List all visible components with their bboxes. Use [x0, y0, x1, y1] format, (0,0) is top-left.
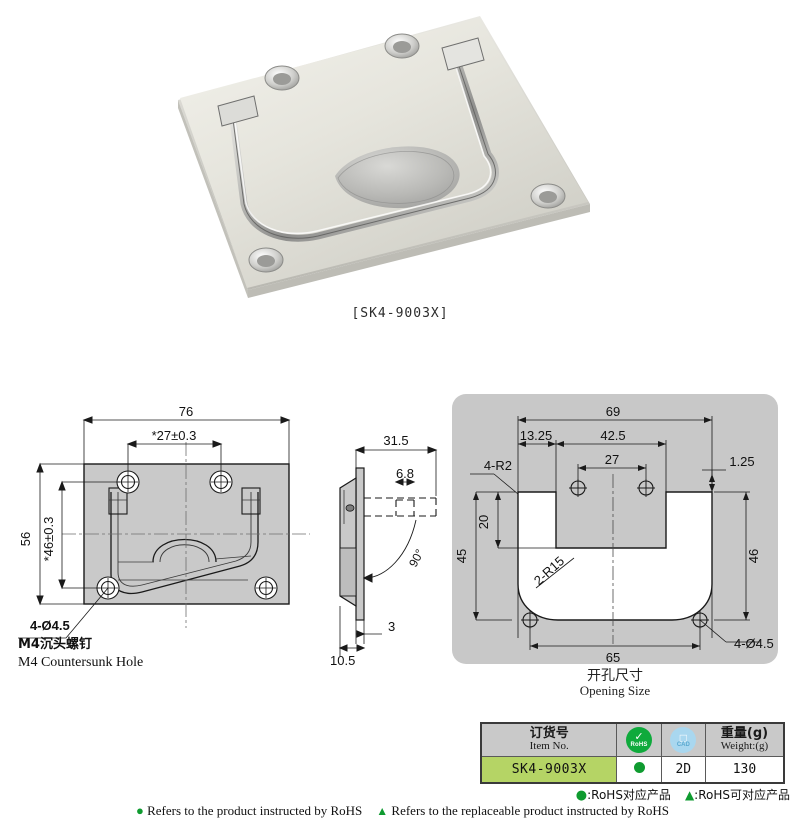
dim-open-69: 69 [606, 404, 620, 419]
header-weight: 重量(g) Weight:(g) [704, 722, 785, 757]
legend-dot-icon-en: ● [135, 803, 144, 818]
legend-chinese: ●:RoHS对应产品 ▲:RoHS可对应产品 [440, 786, 790, 803]
cad-icon-label: CAD [676, 741, 690, 748]
front-view-drawing: 76 *27±0.3 56 *46±0.3 4-Ø4.5 M4沉头螺钉 M4 C… [8, 396, 320, 696]
header-item-no-cn: 订货号 [529, 726, 569, 742]
header-cad: □ CAD [660, 722, 706, 757]
header-item-no-en: Item No. [529, 739, 569, 752]
dim-thickness-3: 3 [388, 619, 395, 634]
note-hole-en: M4 Countersunk Hole [18, 655, 143, 670]
dim-hole-pitch-h: *27±0.3 [152, 428, 197, 443]
cell-cad: 2D [660, 755, 706, 784]
legend-dot-text-cn: :RoHS对应产品 [587, 788, 671, 802]
legend-dot-icon-cn: ● [575, 788, 588, 803]
cell-rohs [616, 755, 662, 784]
dim-hole-pitch-v: *46±0.3 [41, 517, 56, 562]
dim-height-56: 56 [18, 532, 33, 546]
dim-width-76: 76 [179, 404, 193, 419]
note-hole-dia: 4-Ø4.5 [30, 618, 70, 633]
rohs-icon-label: RoHS [630, 741, 648, 748]
legend-tri-text-en: Refers to the replaceable product instru… [391, 803, 670, 818]
dim-open-1-25: 1.25 [729, 454, 754, 469]
specification-table: 订货号 Item No. ✓ RoHS □ CAD 重量(g) Weight:(… [480, 722, 785, 784]
header-weight-en: Weight:(g) [720, 739, 769, 752]
table-row: SK4-9003X 2D 130 [480, 755, 785, 784]
dim-inner-6-8: 6.8 [396, 466, 414, 481]
dim-open-42-5: 42.5 [600, 428, 625, 443]
legend-triangle-icon-en: ▲ [376, 804, 389, 818]
header-weight-cn: 重量(g) [720, 726, 769, 742]
dim-depth-31-5: 31.5 [383, 433, 408, 448]
dim-open-hole-callout: 4-Ø4.5 [734, 636, 774, 651]
legend-dot-text-en: Refers to the product instructed by RoHS [147, 803, 363, 818]
legend-english: ● Refers to the product instructed by Ro… [10, 803, 795, 819]
dim-total-10-5: 10.5 [330, 653, 355, 668]
header-item-no: 订货号 Item No. [480, 722, 618, 757]
dim-open-27: 27 [605, 452, 619, 467]
dim-open-20: 20 [476, 515, 491, 529]
dim-angle-90: 90° [406, 547, 427, 570]
dim-open-65: 65 [606, 650, 620, 665]
table-header-row: 订货号 Item No. ✓ RoHS □ CAD 重量(g) Weight:(… [480, 722, 785, 757]
product-photo [170, 8, 600, 308]
opening-caption-en: Opening Size [579, 683, 651, 699]
legend-triangle-icon-cn: ▲ [684, 788, 695, 802]
dim-open-45: 45 [454, 549, 469, 563]
cell-item-no: SK4-9003X [480, 755, 618, 784]
note-hole-cn: M4沉头螺钉 [18, 636, 92, 652]
product-caption: [SK4-9003X] [351, 306, 449, 321]
header-rohs: ✓ RoHS [616, 722, 662, 757]
cad-icon: □ CAD [670, 726, 697, 753]
rohs-icon: ✓ RoHS [626, 726, 653, 753]
cell-weight: 130 [704, 755, 785, 784]
side-view-drawing: 31.5 6.8 90° 3 10.5 [320, 420, 470, 670]
dim-open-46: 46 [746, 549, 761, 563]
legend-tri-text-cn: :RoHS可对应产品 [694, 788, 790, 802]
dim-open-4-r2: 4-R2 [484, 458, 512, 473]
opening-size-caption: 开孔尺寸 Opening Size [450, 668, 780, 699]
opening-caption-cn: 开孔尺寸 [587, 668, 643, 684]
opening-size-drawing: 69 13.25 42.5 27 1.25 4-R2 45 20 46 65 2… [450, 392, 780, 668]
leaf-glyph: ✓ [634, 730, 644, 743]
page-glyph: □ [679, 730, 687, 745]
rohs-dot-icon [633, 761, 645, 773]
dim-open-13-25: 13.25 [520, 428, 553, 443]
